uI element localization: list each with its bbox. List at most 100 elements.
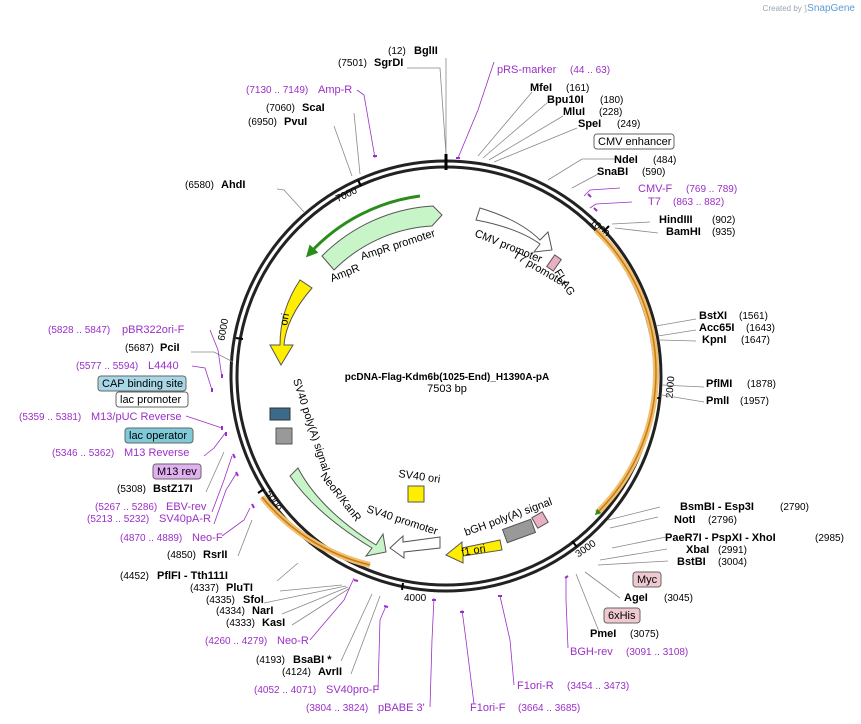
kdm6b-orf-line [594,229,657,516]
lac-promoter-label: lac promoter [120,394,181,406]
bgh-polya-box [501,518,537,544]
enzyme-bsabi-name: BsaBI * [293,654,332,666]
primer-prs-range: (44 .. 63) [570,65,610,76]
primer-m13rev-range: (5346 .. 5362) [52,448,114,459]
enzyme-ndei-name: NdeI [614,154,638,166]
enzyme-ahdi-pos: (6580) [185,180,214,191]
primer-sv40prof-range: (4052 .. 4071) [254,685,316,696]
ampr-signal-arc [305,194,421,258]
enzyme-bpu10i-name: Bpu10I [547,94,584,106]
tick-3000: 3000 [574,538,599,560]
boxed-features: CMV enhancer CAP binding site lac promot… [97,133,675,624]
primer-ampr-range: (7130 .. 7149) [246,85,308,96]
primer-neof-name: Neo-F [192,532,223,544]
primer-sv40par-range: (5213 .. 5232) [87,514,149,525]
snapgene-logo-icon: ⟆ [804,4,808,13]
enzyme-bstxi-pos: (1561) [739,311,768,322]
f1-ori-arrow [445,539,503,564]
primer-f1orif-range: (3664 .. 3685) [518,703,580,714]
primer-sv40prof-name: SV40pro-F [326,684,379,696]
enzyme-acc65i-pos: (1643) [746,323,775,334]
enzyme-hindiii-name: HindIII [659,214,693,226]
m13-rev-label: M13 rev [157,466,197,478]
f1-ori-label: f1 ori [460,543,486,559]
primer-l4440-name: L4440 [148,360,179,372]
enzyme-mfei-name: MfeI [530,82,552,94]
enzyme-paer7i-pos: (2985) [815,533,844,544]
enzyme-pflfi-name: PflFI - Tth111I [157,570,228,582]
tick-6000: 6000 [216,317,231,341]
tick-2000: 2000 [664,375,677,399]
sv40-polya-box [275,427,293,445]
primer-pbabe3-name: pBABE 3' [378,702,425,714]
enzyme-pflmi-pos: (1878) [747,379,776,390]
sv40-promoter-arrow [389,534,441,559]
enzyme-pvui-name: PvuI [284,116,307,128]
primer-sv40par-name: SV40pA-R [159,513,211,525]
primer-pbabe3-range: (3804 .. 3824) [306,703,368,714]
enzyme-noti-name: NotI [674,514,695,526]
cap-binding-site-label: CAP binding site [102,378,183,390]
enzyme-sgrdi-name: SgrDI [374,57,403,69]
primers-right: pRS-marker (44 .. 63) CMV-F (769 .. 789)… [470,64,737,714]
enzyme-xbai-pos: (2991) [718,545,747,556]
enzyme-spei-name: SpeI [578,118,601,130]
sv40-polya-marker [269,407,291,421]
primer-marks [211,155,598,613]
enzyme-sfoi-name: SfoI [243,594,264,606]
enzyme-bsmbi-pos: (2790) [780,502,809,513]
primer-m13puc-range: (5359 .. 5381) [19,412,81,423]
enzyme-bstbi-pos: (3004) [718,557,747,568]
primer-m13puc-name: M13/pUC Reverse [91,411,181,423]
enzyme-ahdi-name: AhdI [221,179,245,191]
primer-prs-name: pRS-marker [497,64,557,76]
primer-neof-range: (4870 .. 4889) [120,533,182,544]
enzymes-right: MfeI (161) Bpu10I (180) MluI (228) SpeI … [530,82,844,640]
enzyme-paer7i-name: PaeR7I - PspXI - XhoI [665,532,776,544]
tick-7000: 7000 [334,185,359,205]
enzyme-pvui-pos: (6950) [248,117,277,128]
enzyme-bstz17i-name: BstZ17I [153,483,193,495]
enzyme-mlui-pos: (228) [599,107,622,118]
snapgene-credit: Created by ⟆SnapGene [763,3,855,14]
enzyme-pflmi-name: PflMI [706,378,732,390]
enzyme-rsrii-pos: (4850) [167,550,196,561]
lac-operator-label: lac operator [129,430,187,442]
cmv-enhancer-label: CMV enhancer [598,136,672,148]
enzyme-scai-pos: (7060) [266,103,295,114]
enzyme-avrii-name: AvrII [318,666,342,678]
enzyme-mlui-name: MluI [563,106,585,118]
enzyme-kpni-name: KpnI [702,334,726,346]
enzymes-left: (12) BglII (7501) SgrDI (7060) ScaI (695… [117,45,438,678]
enzyme-sgrdi-pos: (7501) [338,58,367,69]
sv40-polya-label: SV40 poly(A) signal [290,377,331,473]
enzyme-kpni-pos: (1647) [741,335,770,346]
primer-cmvf-name: CMV-F [638,183,673,195]
connector-lines [191,58,705,675]
primers-left: (7130 .. 7149) Amp-R (5828 .. 5847) pBR3… [19,84,425,714]
enzyme-spei-pos: (249) [617,119,640,130]
primer-connector-lines [185,61,633,708]
enzyme-sfoi-pos: (4335) [206,595,235,606]
plasmid-name: pcDNA-Flag-Kdm6b(1025-End)_H1390A-pA [345,372,549,383]
enzyme-agei-pos: (3045) [664,593,693,604]
cmv-promoter-arrow [475,207,553,253]
enzyme-pluti-pos: (4337) [190,583,219,594]
primer-bghrev-name: BGH-rev [570,646,613,658]
enzyme-pmli-pos: (1957) [740,396,769,407]
enzyme-bglii-name: BglII [414,45,438,57]
enzyme-pcii-pos: (5687) [125,343,154,354]
kdm6b-orf-arc [593,227,659,516]
primer-pbr322ori-range: (5828 .. 5847) [48,325,110,336]
primer-neor-name: Neo-R [277,635,309,647]
enzyme-acc65i-name: Acc65I [699,322,734,334]
enzyme-xbai-name: XbaI [686,544,709,556]
sv40-promoter-label: SV40 promoter [365,503,439,537]
enzyme-rsrii-name: RsrII [203,549,227,561]
enzyme-nari-name: NarI [252,605,273,617]
neor-label: NeoR/KanR [318,470,364,524]
enzyme-pmei-pos: (3075) [630,629,659,640]
primer-l4440-range: (5577 .. 5594) [76,361,138,372]
enzyme-nari-pos: (4334) [216,606,245,617]
